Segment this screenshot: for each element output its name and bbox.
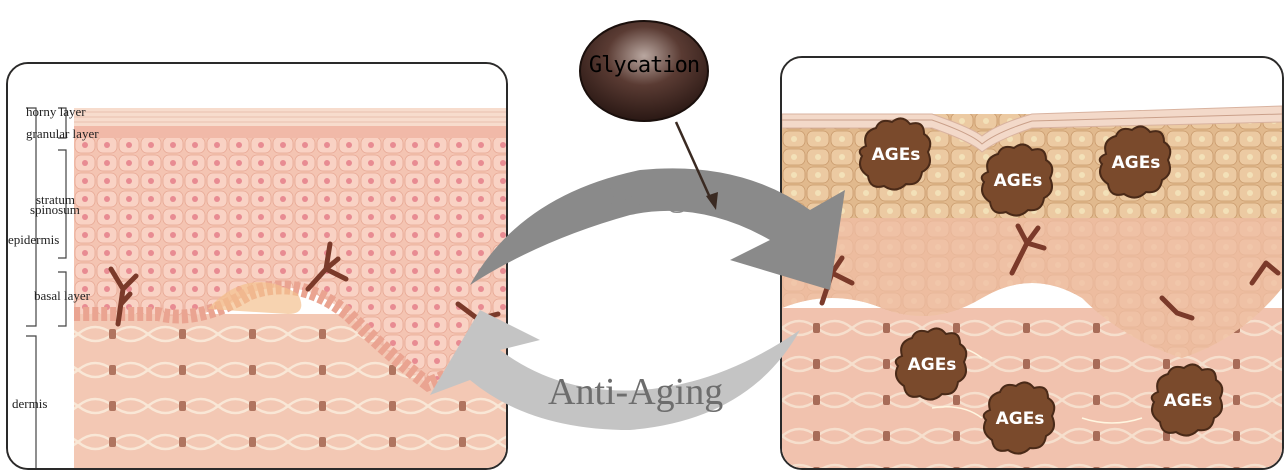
aging-label: Aging (592, 171, 687, 215)
anti-aging-label: Anti-Aging (548, 370, 723, 414)
glycation-label: Glycation (578, 53, 710, 78)
